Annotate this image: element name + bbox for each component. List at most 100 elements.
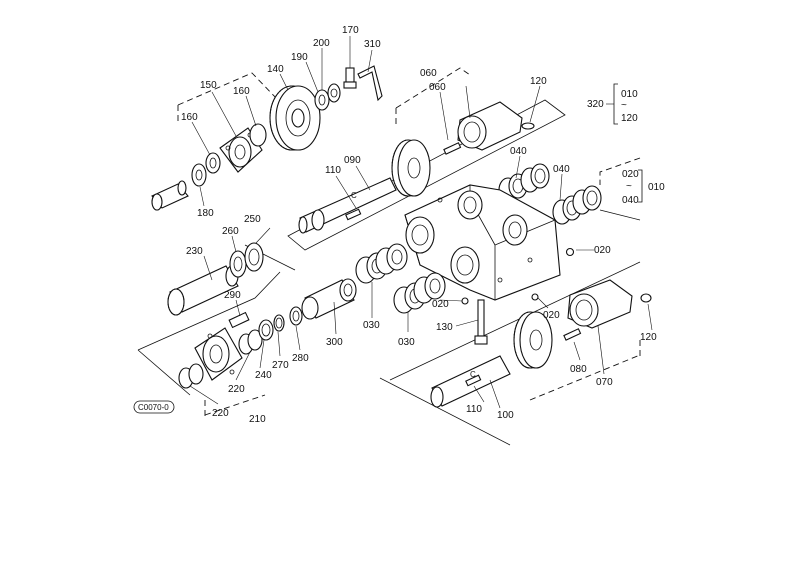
shaft-110-upper <box>298 177 397 234</box>
label-010-right: 010 <box>648 182 665 193</box>
label-040-c: 040 <box>622 195 639 206</box>
bolt-170 <box>343 67 357 89</box>
label-060-a: 060 <box>420 68 437 79</box>
label-300: 300 <box>326 337 343 348</box>
washer-190-hole <box>318 94 326 106</box>
washer-200-hole <box>330 88 338 98</box>
label-020-c: 020 <box>432 299 449 310</box>
gear-140 <box>269 85 321 151</box>
leader-lines <box>189 36 653 409</box>
label-290: 290 <box>224 290 241 301</box>
bearing-220-left <box>178 363 204 389</box>
label-040-a: 040 <box>510 146 527 157</box>
label-310: 310 <box>364 39 381 50</box>
label-020-b: 020 <box>622 169 639 180</box>
label-030-a: 030 <box>363 320 380 331</box>
seal-250-inner <box>248 248 260 266</box>
flange-210 <box>194 327 243 381</box>
label-tilde-top: ~ <box>621 100 627 111</box>
pin-060 <box>443 142 462 155</box>
bushing-030-d <box>413 272 446 304</box>
axis-line-bottom <box>379 377 511 446</box>
bearing-160-inner <box>209 157 217 169</box>
bracket-320 <box>613 83 618 125</box>
axis-line-right2 <box>599 209 641 221</box>
label-230: 230 <box>186 246 203 257</box>
part-labels: 170 200 310 190 140 150 160 160 180 110 … <box>181 25 665 425</box>
label-100: 100 <box>497 410 514 421</box>
label-220-a: 220 <box>228 384 245 395</box>
label-020-a: 020 <box>594 245 611 256</box>
label-140: 140 <box>267 64 284 75</box>
ring-280-inner <box>292 310 300 322</box>
label-260: 260 <box>222 226 239 237</box>
label-060-b: 060 <box>429 82 446 93</box>
plug-020-c <box>531 293 539 301</box>
label-070: 070 <box>596 377 613 388</box>
gear-090 <box>391 139 431 197</box>
gear-case-housing <box>404 184 561 301</box>
washer-180-hole <box>195 169 203 181</box>
bracket-010 <box>638 169 643 203</box>
washer-190 <box>314 89 330 111</box>
shaft-110-lower <box>430 355 511 408</box>
bearing-160 <box>205 152 221 174</box>
washer-180 <box>191 163 207 187</box>
bolt-290 <box>228 311 250 329</box>
label-110-top: 110 <box>325 165 341 176</box>
label-220-b: 220 <box>212 408 229 419</box>
label-150: 150 <box>200 80 217 91</box>
label-320: 320 <box>587 99 604 110</box>
label-090: 090 <box>344 155 361 166</box>
label-120-bracket: 120 <box>621 113 638 124</box>
group-outline-150 <box>177 72 279 106</box>
ring-240 <box>258 319 274 341</box>
label-110-bottom: 110 <box>466 404 482 415</box>
label-240: 240 <box>255 370 272 381</box>
seal-260-inner <box>233 256 243 272</box>
group-outline-010 <box>599 157 641 185</box>
ring-270-inner <box>275 317 283 329</box>
label-160-top: 160 <box>233 86 250 97</box>
drawing-code-stamp: C0070-0 <box>133 400 175 414</box>
axis-line-right <box>389 261 641 381</box>
label-210: 210 <box>249 414 266 425</box>
label-010-top: 010 <box>621 89 638 100</box>
bearing-housing-060 <box>457 101 523 151</box>
label-180: 180 <box>197 208 214 219</box>
bearing-220-right <box>238 329 263 355</box>
label-120-bottom: 120 <box>640 332 657 343</box>
needle-bearing-300 <box>301 278 357 320</box>
label-160-left: 160 <box>181 112 198 123</box>
label-030-b: 030 <box>398 337 415 348</box>
label-tilde-mid: ~ <box>626 181 632 192</box>
group-outline-060 <box>395 67 471 109</box>
lock-plate-310 <box>357 65 383 102</box>
label-270: 270 <box>272 360 289 371</box>
plug-020-a <box>565 247 575 257</box>
label-080: 080 <box>570 364 587 375</box>
seal-260 <box>229 250 247 278</box>
washer-200 <box>327 83 341 103</box>
label-130: 130 <box>436 322 453 333</box>
label-280: 280 <box>292 353 309 364</box>
bushing-030-b <box>375 243 408 275</box>
label-mark-c-lower: C <box>470 370 476 379</box>
ring-240-inner <box>261 323 271 337</box>
label-190: 190 <box>291 52 308 63</box>
label-250: 250 <box>244 214 261 225</box>
label-200: 200 <box>313 38 330 49</box>
plug-020-b <box>461 297 469 305</box>
bushing-040-d <box>572 185 602 215</box>
ring-280 <box>289 306 303 326</box>
seal-250 <box>244 242 264 272</box>
screw-120-bottom <box>640 293 652 303</box>
gear-100 <box>513 311 553 369</box>
bushing-040-b <box>520 163 550 193</box>
pin-080 <box>563 328 582 341</box>
bearing-160-upper <box>249 123 267 147</box>
label-020-d: 020 <box>543 310 560 321</box>
drawing-code-text: C0070-0 <box>138 403 169 412</box>
ring-270 <box>273 314 285 332</box>
